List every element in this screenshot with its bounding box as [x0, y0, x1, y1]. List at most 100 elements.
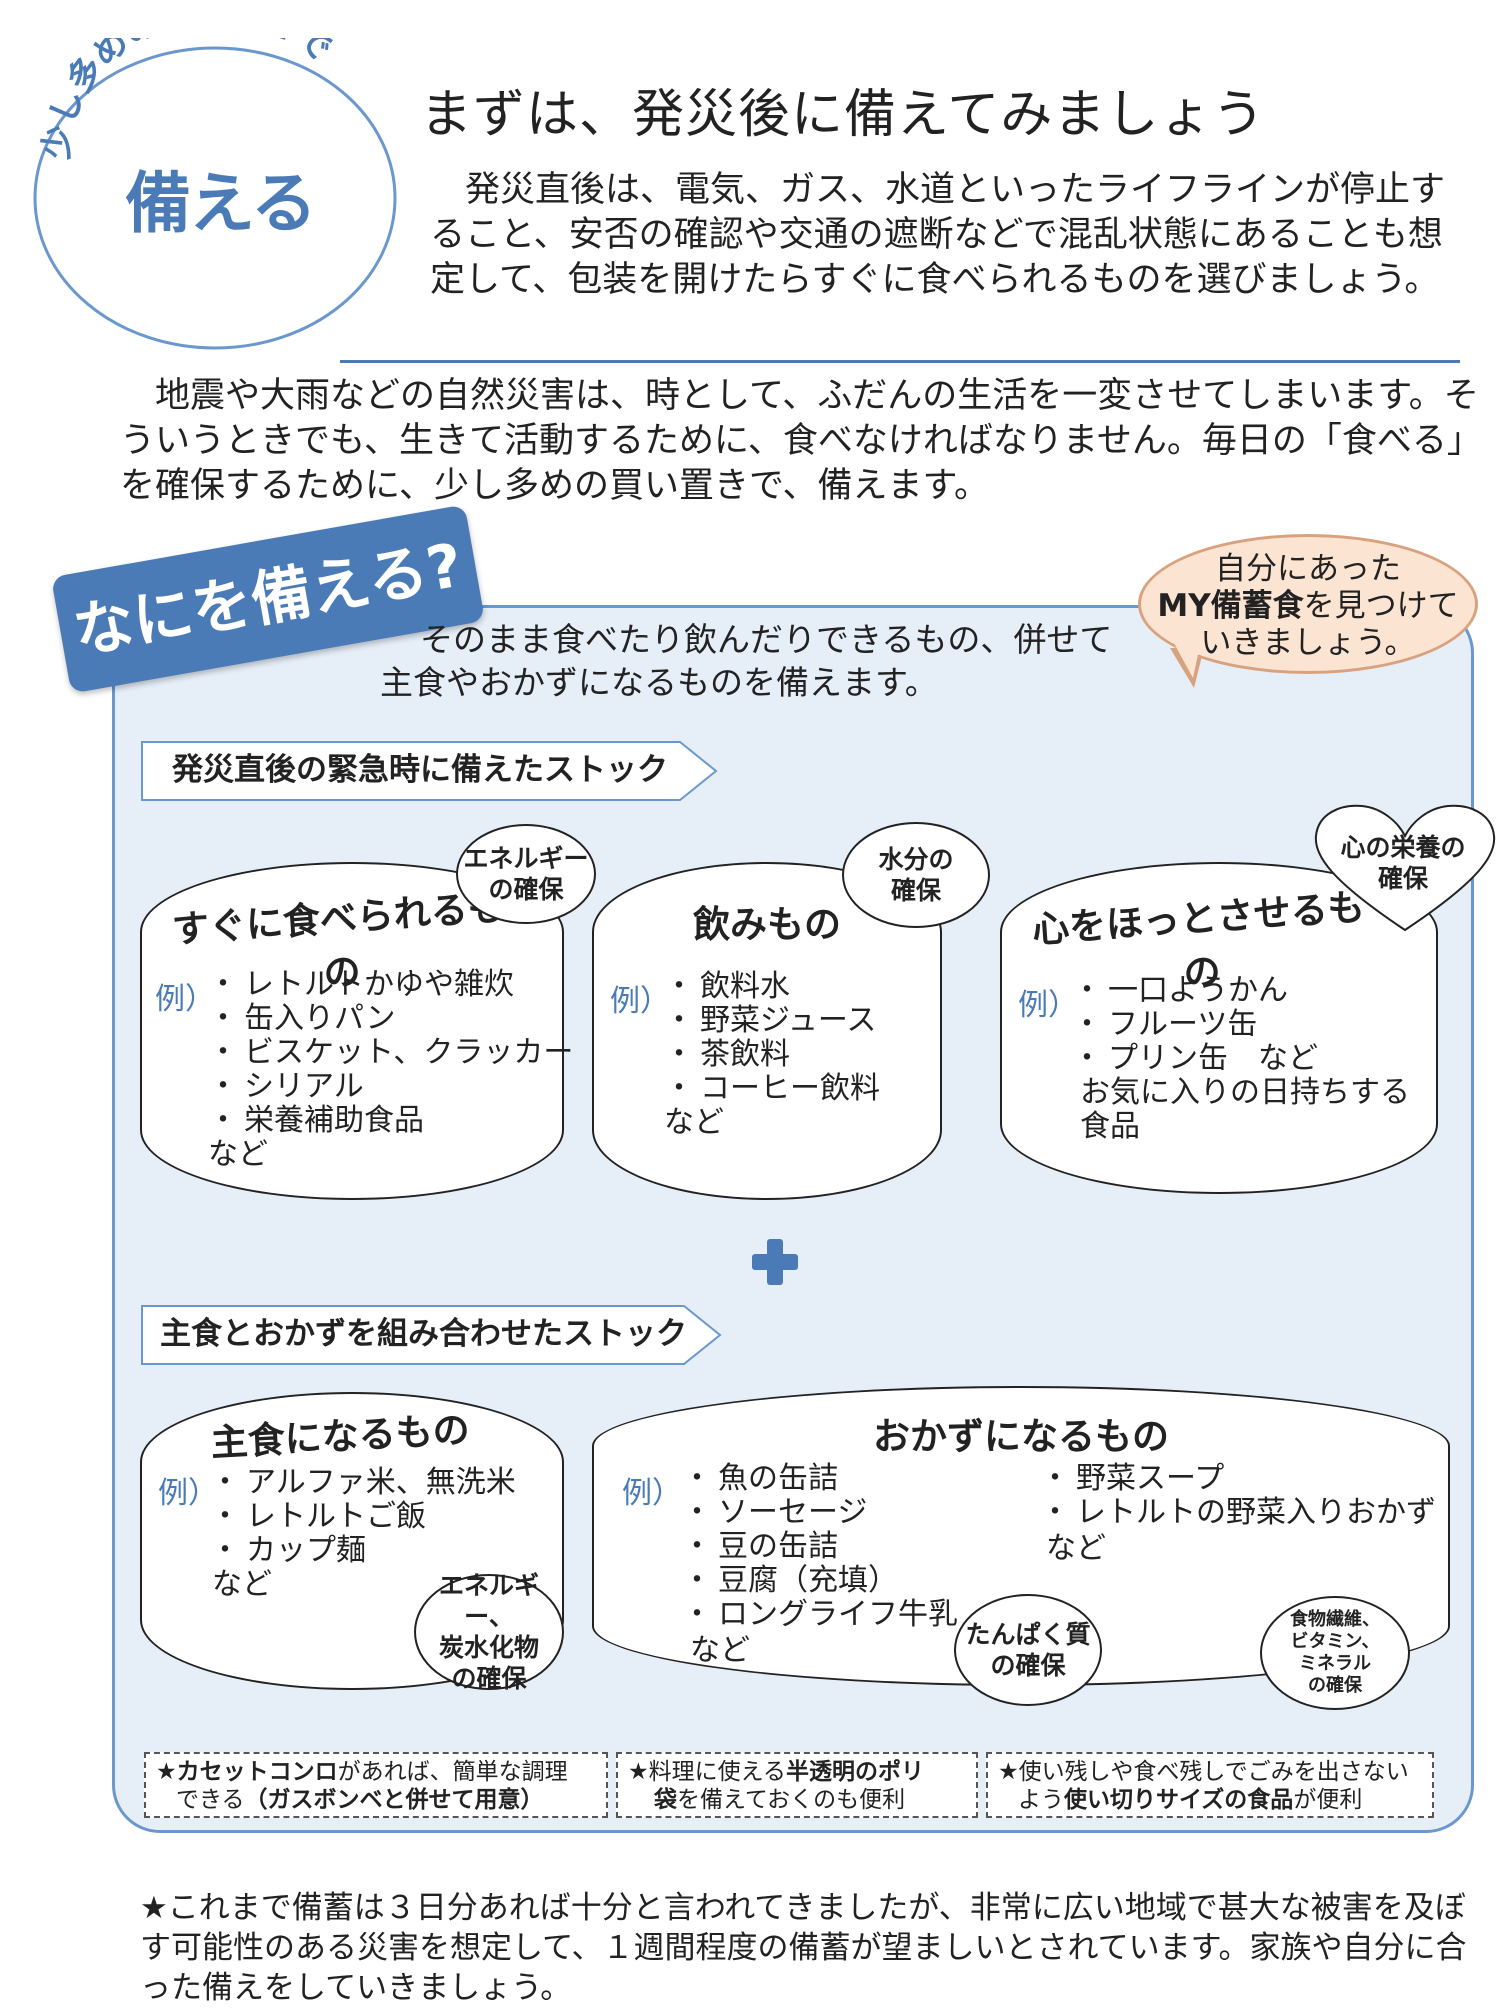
circle-energy-line1: エネルギー — [463, 844, 589, 873]
list-item: 豆の缶詰 — [682, 1530, 958, 1564]
bubble-line3: いきましょう。 — [1200, 625, 1416, 661]
comfort-extra-line2: 食品 — [1080, 1109, 1140, 1144]
list-item: ビスケット、クラッカー — [208, 1036, 573, 1070]
bubble-line2-bold: MY備蓄食 — [1157, 588, 1304, 624]
circle-water: 水分の確保 — [842, 822, 990, 928]
list-item: プリン缶 など — [1072, 1042, 1318, 1076]
list-item: 一口ようかん — [1072, 974, 1318, 1008]
sides-suffix-left: など — [690, 1633, 750, 1668]
page-title: まずは、発災後に備えてみましょう — [420, 85, 1266, 145]
bubble-tail-inner — [1175, 645, 1200, 678]
list-item: 豆腐（充填） — [682, 1564, 958, 1598]
example-label: 例） — [622, 1476, 682, 1511]
tip3-bold: 使い切りサイズの食品 — [1064, 1787, 1294, 1813]
section-tag-combo: 主食とおかずを組み合わせたストック — [140, 1304, 724, 1366]
badge-circle: 少し多めの買い置きで — [33, 38, 397, 350]
example-label: 例） — [1018, 988, 1078, 1023]
tip3-text3: が便利 — [1293, 1787, 1363, 1813]
list-item: 野菜スープ — [1040, 1462, 1436, 1496]
heart-line1: 心の栄養の — [1340, 833, 1466, 862]
speech-bubble: 自分にあった MY備蓄食を見つけて いきましょう。 — [1138, 534, 1478, 674]
list-item: ロングライフ牛乳 — [682, 1598, 958, 1632]
card-sides-title: おかずになるもの — [873, 1415, 1169, 1458]
list-item: 缶入りパン — [208, 1002, 573, 1036]
bubble-line2: MY備蓄食を見つけて — [1141, 588, 1475, 625]
list-staple: アルファ米、無洗米 レトルトご飯 カップ麺 — [210, 1466, 516, 1568]
list-item: フルーツ缶 — [1072, 1008, 1318, 1042]
list-item: レトルトの野菜入りおかず — [1040, 1496, 1436, 1530]
circle-fiber-line2: ビタミン、 — [1290, 1631, 1380, 1652]
plus-icon-vertical — [767, 1239, 783, 1285]
tip2-bold: 半透明のポリ — [785, 1759, 924, 1785]
list-sides-right: 野菜スープ レトルトの野菜入りおかず — [1040, 1462, 1436, 1530]
circle-water-line1: 水分の — [878, 845, 954, 874]
list-item: レトルトご飯 — [210, 1500, 516, 1534]
tip-cassette-stove: ★カセットコンロがあれば、簡単な調理 できる（ガスボンベと併せて用意） — [144, 1752, 608, 1818]
footer-note: ★これまで備蓄は３日分あれば十分と言われてきましたが、非常に広い地域で甚大な被害… — [140, 1890, 1467, 2006]
list-sides-left: 魚の缶詰 ソーセージ 豆の缶詰 豆腐（充填） ロングライフ牛乳 — [682, 1462, 958, 1632]
badge-main-text: 備える — [124, 165, 317, 242]
circle-carbs-line1: エネルギー、 — [438, 1571, 539, 1631]
list-item: 栄養補助食品 — [208, 1104, 573, 1138]
circle-carbs-line3: の確保 — [451, 1664, 527, 1693]
circle-protein-line1: たんぱく質 — [965, 1620, 1091, 1649]
example-label: 例） — [158, 1476, 218, 1511]
tip1-text2: できる — [176, 1787, 245, 1813]
tip3-text: ★使い残しや食べ残しでごみを出さない — [998, 1759, 1409, 1785]
circle-water-line2: 確保 — [890, 876, 941, 905]
panel-intro: そのまま食べたり飲んだりできるもの、併せて 主食やおかずになるものを備えます。 — [380, 618, 1180, 704]
list-item: コーヒー飲料 — [664, 1072, 880, 1106]
bubble-line1: 自分にあった — [1215, 551, 1401, 587]
section-tag-combo-text: 主食とおかずを組み合わせたストック — [160, 1316, 687, 1352]
tip3-text2: よう — [1018, 1787, 1064, 1813]
list-item: 茶飲料 — [664, 1038, 880, 1072]
tip-single-use-size: ★使い残しや食べ残しでごみを出さない よう使い切りサイズの食品が便利 — [986, 1752, 1434, 1818]
heart-label: 心の栄養の 確保 — [1318, 832, 1488, 894]
list-item: シリアル — [208, 1070, 573, 1104]
bubble-line2-rest: を見つけて — [1303, 588, 1459, 624]
ready-suffix: など — [208, 1137, 268, 1172]
drinks-suffix: など — [664, 1105, 724, 1140]
list-item: レトルトかゆや雑炊 — [208, 968, 573, 1002]
list-item: 飲料水 — [664, 970, 880, 1004]
card-drinks-title: 飲みもの — [693, 903, 841, 946]
list-ready: レトルトかゆや雑炊 缶入りパン ビスケット、クラッカー シリアル 栄養補助食品 — [208, 968, 573, 1138]
circle-fiber-line3: ミネラル — [1299, 1653, 1371, 1674]
list-item: 魚の缶詰 — [682, 1462, 958, 1496]
tip2-text: ★料理に使える — [628, 1759, 786, 1785]
intro-paragraph: 地震や大雨などの自然災害は、時として、ふだんの生活を一変させてしまいます。そうい… — [120, 376, 1479, 506]
circle-fiber-line4: の確保 — [1308, 1675, 1362, 1696]
tip2-bold2: 袋 — [654, 1787, 677, 1813]
tip1-text: があれば、簡単な調理 — [337, 1759, 568, 1785]
tip2-text2: を備えておくのも便利 — [677, 1787, 906, 1813]
circle-protein: たんぱく質の確保 — [954, 1594, 1102, 1706]
tip1-star: ★ — [156, 1759, 177, 1785]
list-item: アルファ米、無洗米 — [210, 1466, 516, 1500]
heart-icon — [1314, 804, 1496, 932]
list-item: ソーセージ — [682, 1496, 958, 1530]
panel-intro-line2: 主食やおかずになるものを備えます。 — [380, 663, 938, 702]
comfort-extra-line1: お気に入りの日持ちする — [1080, 1075, 1410, 1110]
circle-energy: エネルギーの確保 — [456, 824, 596, 924]
circle-protein-line2: の確保 — [990, 1651, 1066, 1680]
circle-fiber: 食物繊維、ビタミン、ミネラルの確保 — [1260, 1596, 1410, 1710]
staple-suffix: など — [212, 1567, 272, 1602]
circle-energy-carbs: エネルギー、炭水化物の確保 — [414, 1571, 564, 1693]
list-item: 野菜ジュース — [664, 1004, 880, 1038]
list-drinks: 飲料水 野菜ジュース 茶飲料 コーヒー飲料 — [664, 970, 880, 1106]
circle-energy-line2: の確保 — [488, 875, 564, 904]
sides-suffix-right: など — [1046, 1531, 1106, 1566]
circle-carbs-line2: 炭水化物 — [438, 1633, 539, 1662]
section-tag-emergency: 発災直後の緊急時に備えたストック — [140, 740, 720, 802]
example-label: 例） — [610, 984, 670, 1019]
lead-paragraph: 発災直後は、電気、ガス、水道といったライフラインが停止すること、安否の確認や交通… — [430, 170, 1446, 300]
divider — [340, 360, 1460, 363]
circle-fiber-line1: 食物繊維、 — [1290, 1609, 1380, 1630]
tip1-bold: カセットコンロ — [176, 1759, 338, 1785]
list-comfort: 一口ようかん フルーツ缶 プリン缶 など — [1072, 974, 1318, 1076]
comfort-extra: お気に入りの日持ちする 食品 — [1080, 1076, 1410, 1144]
example-label: 例） — [155, 982, 215, 1017]
tip1-bold2: （ガスボンベと併せて用意） — [244, 1787, 544, 1813]
list-item: カップ麺 — [210, 1534, 516, 1568]
heart-line2: 確保 — [1377, 864, 1428, 893]
